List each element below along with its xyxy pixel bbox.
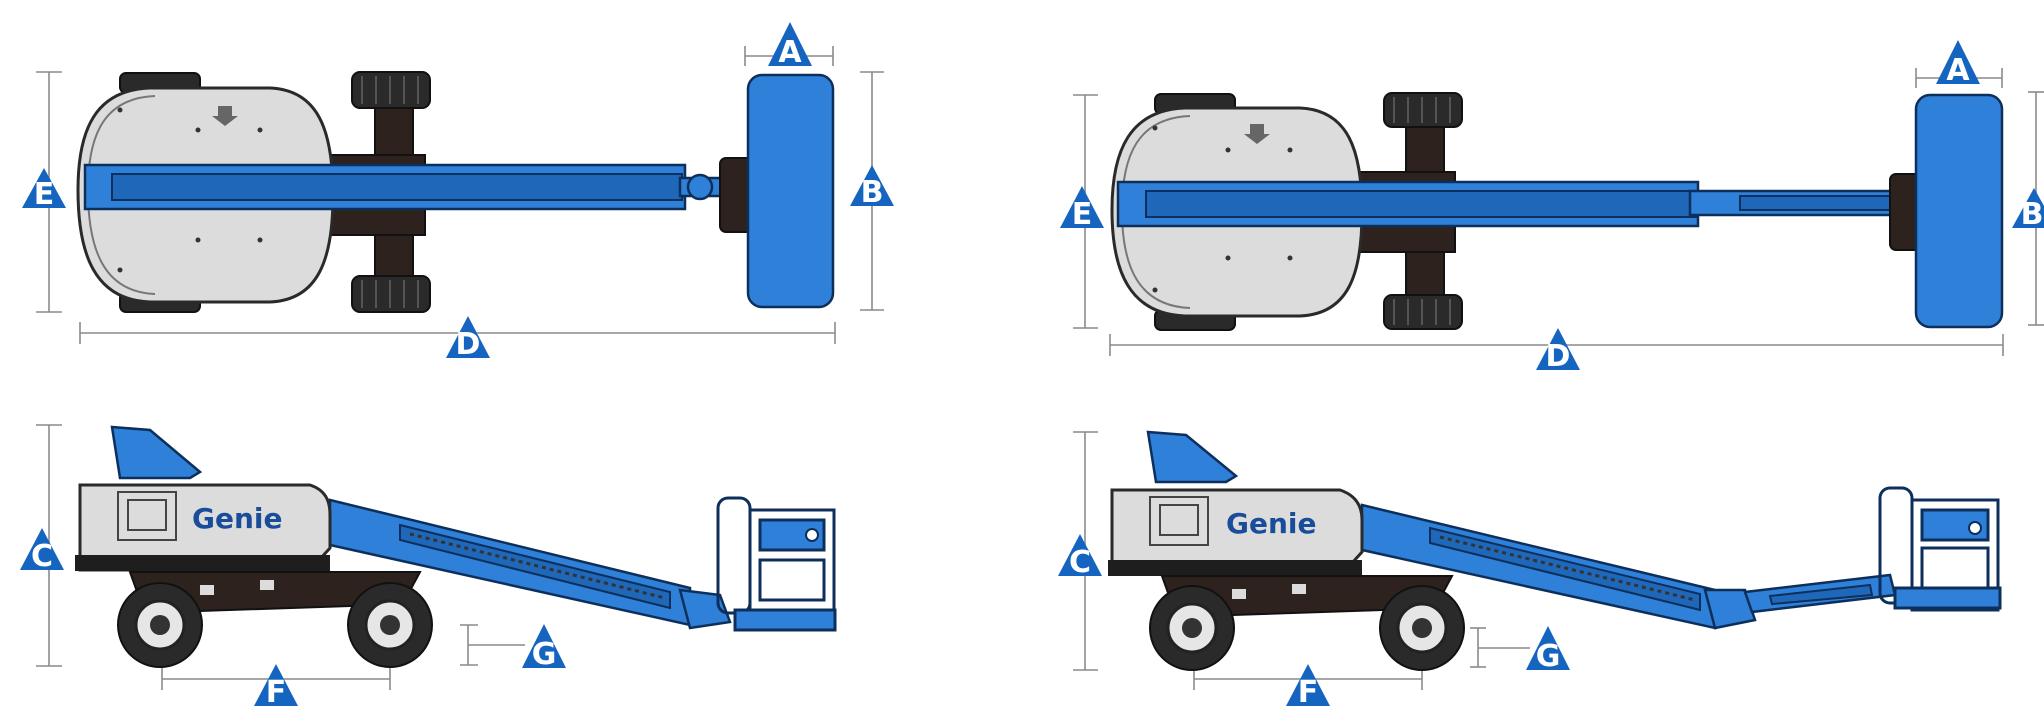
boom-top-left [83,163,727,211]
svg-text:G: G [532,637,557,672]
engine-cover-side-left [110,425,203,480]
dimension-marker-b-left: B [850,165,894,210]
platform-top-left [746,73,835,309]
turntable-side-left: Genie [75,483,332,572]
svg-text:E: E [1072,197,1093,232]
platform-side-left [716,496,837,632]
top-view-right [1073,68,2044,356]
dimension-marker-a-left: A [768,22,812,70]
svg-text:E: E [34,177,55,212]
engine-cover-side-right [1146,430,1239,484]
svg-text:A: A [778,35,802,70]
svg-text:F: F [1298,675,1319,706]
dimension-marker-f-right: F [1286,664,1330,710]
turntable-side-right: Genie [1108,488,1364,576]
dimension-marker-f-left: F [254,664,298,710]
svg-text:A: A [1946,53,1970,88]
side-view-right: Genie [1073,430,2002,690]
rear-wheel-side-left [117,582,203,668]
front-wheel-side-left [347,582,433,668]
svg-text:C: C [31,539,53,574]
genie-logo-right: Genie [1226,507,1317,540]
genie-logo-left: Genie [192,502,283,535]
dimension-marker-b-right: B [2012,188,2044,232]
dimension-marker-d-right: D [1536,328,1580,374]
svg-text:B: B [861,175,884,210]
side-view-left: Genie [36,424,837,690]
svg-text:F: F [266,675,287,706]
dimension-marker-c-left: C [20,528,64,574]
dimension-marker-e-left: E [22,168,66,212]
svg-text:C: C [1069,545,1091,580]
front-wheel-side-right [1379,585,1465,671]
svg-text:D: D [456,327,481,362]
platform-side-right [1878,486,2002,612]
dimension-marker-g-left: G [522,624,566,672]
dimension-marker-e-right: E [1060,186,1104,232]
svg-text:G: G [1536,639,1561,674]
dimension-marker-d-left: D [446,316,490,362]
platform-top-right [1914,93,2004,329]
svg-text:B: B [2021,197,2044,232]
dimension-marker-g-right: G [1526,626,1570,674]
rear-wheel-side-right [1149,585,1235,671]
dimension-marker-a-right: A [1936,40,1980,88]
svg-text:D: D [1546,339,1571,374]
boom-top-right [1116,180,1902,228]
top-view-left [36,46,884,344]
dimension-marker-c-right: C [1058,534,1102,580]
